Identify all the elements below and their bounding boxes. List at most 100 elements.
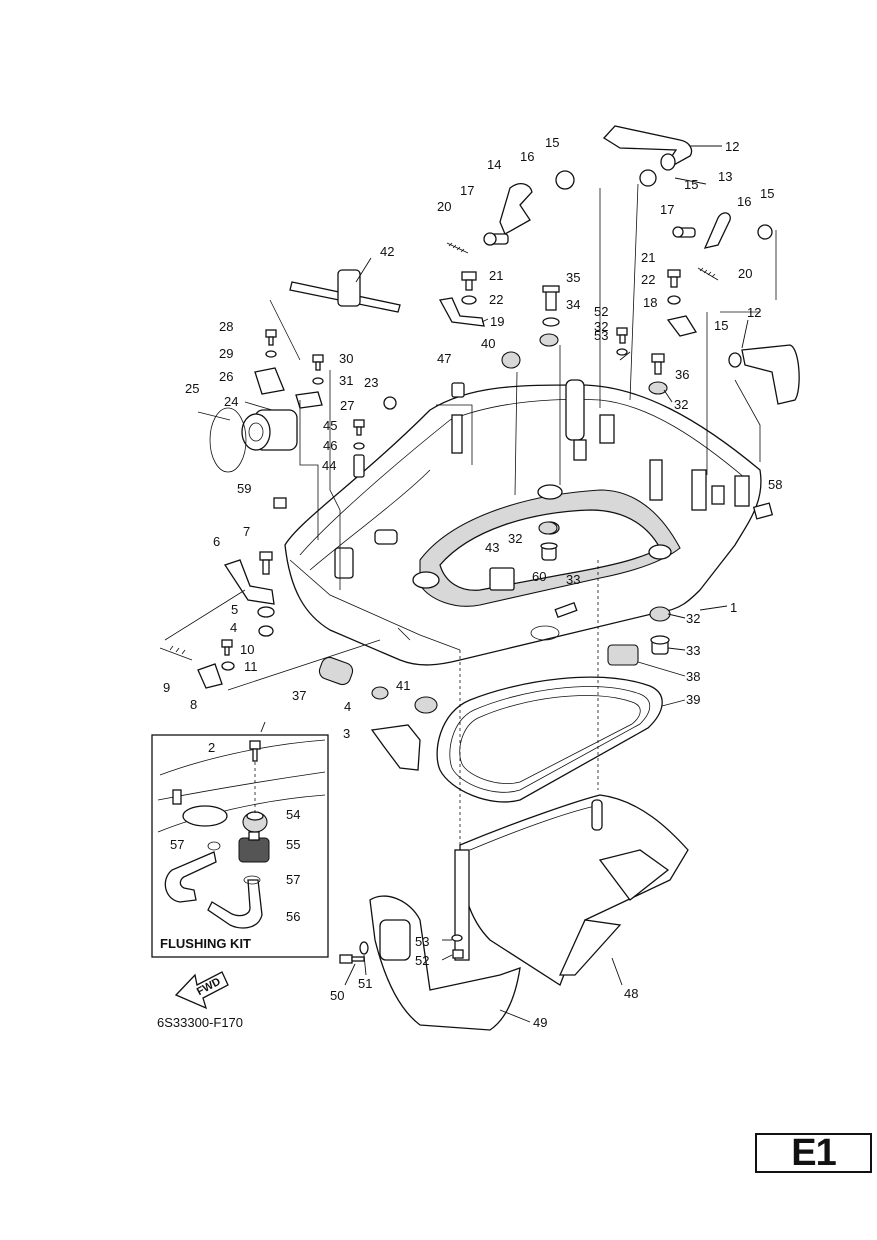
callout-22: 22	[489, 292, 503, 307]
callout-37: 37	[292, 688, 306, 703]
callout-32: 32	[594, 319, 608, 334]
callout-17: 17	[660, 202, 674, 217]
bolt-17-left	[483, 232, 509, 246]
handle-12-top	[602, 125, 693, 171]
collar-15-b	[639, 169, 657, 187]
apron-part-48	[459, 794, 689, 986]
screw-28	[265, 329, 277, 346]
screw-30	[312, 354, 324, 371]
callout-42: 42	[380, 244, 394, 259]
grommet-38	[607, 644, 639, 666]
bottom-cowling-part	[284, 379, 762, 666]
callout-35: 35	[566, 270, 580, 285]
callout-50: 50	[330, 988, 344, 1003]
callout-13: 13	[718, 169, 732, 184]
bracket-14	[499, 182, 533, 235]
screw-2	[249, 740, 261, 762]
forward-direction-arrow: FWD	[174, 971, 229, 1010]
callout-53: 53	[415, 934, 429, 949]
callout-36: 36	[675, 367, 689, 382]
callout-6: 6	[213, 534, 220, 549]
callout-53: 53	[594, 328, 608, 343]
callout-48: 48	[624, 986, 638, 1001]
callout-2: 2	[208, 740, 215, 755]
washer-22-b	[667, 295, 681, 305]
callout-58: 58	[768, 477, 782, 492]
hose-clamp-57-b	[243, 875, 261, 885]
callout-15: 15	[684, 177, 698, 192]
bracket-13	[703, 212, 731, 249]
washer-46	[353, 442, 365, 450]
callout-32: 32	[674, 397, 688, 412]
bracket-27	[295, 391, 323, 409]
callout-31: 31	[339, 373, 353, 388]
flushing-fitting-55	[238, 831, 270, 863]
callout-21: 21	[641, 250, 655, 265]
callout-9: 9	[163, 680, 170, 695]
bracket-3	[370, 724, 421, 771]
label-58	[752, 502, 774, 520]
callout-3: 3	[343, 726, 350, 741]
apron-part-49	[369, 849, 521, 1031]
collar-4-a	[258, 625, 274, 637]
grommet-32-d	[649, 606, 671, 622]
clip-47	[451, 382, 465, 398]
collar-33-a	[540, 542, 558, 561]
callout-15: 15	[760, 186, 774, 201]
grommet-32-b	[648, 381, 668, 395]
bolt-52-bottom	[452, 949, 464, 959]
collar-15-a	[555, 170, 575, 190]
bolt-52-top	[616, 327, 628, 344]
callout-14: 14	[487, 157, 501, 172]
callout-51: 51	[358, 976, 372, 991]
callout-10: 10	[240, 642, 254, 657]
washer-5	[257, 606, 275, 618]
figure-code: 6S33300-F170	[157, 1015, 243, 1030]
callout-44: 44	[322, 458, 336, 473]
flushing-adapter-54	[242, 811, 268, 833]
washer-53-top	[616, 348, 628, 356]
callout-16: 16	[520, 149, 534, 164]
callout-60: 60	[532, 569, 546, 584]
fuse-holder-24	[241, 409, 298, 451]
cable-tie-25	[197, 407, 247, 473]
washer-11	[221, 661, 235, 671]
stud-35	[542, 285, 560, 311]
callout-22: 22	[641, 272, 655, 287]
callout-49: 49	[533, 1015, 547, 1030]
screw-10	[221, 639, 233, 656]
callout-45: 45	[323, 418, 337, 433]
callout-4: 4	[230, 620, 237, 635]
grommet-37	[318, 656, 354, 686]
callout-33: 33	[566, 572, 580, 587]
screw-7	[259, 551, 273, 575]
callout-27: 27	[340, 398, 354, 413]
bolt-17-right	[672, 226, 696, 238]
bolt-21-a	[461, 271, 477, 291]
callout-26: 26	[219, 369, 233, 384]
grommet-32-a	[539, 333, 559, 347]
callout-39: 39	[686, 692, 700, 707]
callout-33: 33	[686, 643, 700, 658]
washer-34	[542, 317, 560, 327]
callout-40: 40	[481, 336, 495, 351]
callout-16: 16	[737, 194, 751, 209]
callout-56: 56	[286, 909, 300, 924]
collar-4-b	[371, 686, 389, 700]
cowling-seal-part	[436, 676, 663, 803]
screw-45	[353, 419, 365, 436]
cable-strap-42	[289, 269, 401, 313]
grommet-41	[414, 696, 438, 714]
callout-18: 18	[643, 295, 657, 310]
callout-8: 8	[190, 697, 197, 712]
flushing-kit-title: FLUSHING KIT	[160, 936, 251, 951]
callout-29: 29	[219, 346, 233, 361]
callout-28: 28	[219, 319, 233, 334]
callout-5: 5	[231, 602, 238, 617]
callout-59: 59	[237, 481, 251, 496]
callout-19: 19	[490, 314, 504, 329]
callout-20: 20	[738, 266, 752, 281]
label-59	[273, 497, 287, 509]
spring-20-right	[697, 267, 719, 281]
